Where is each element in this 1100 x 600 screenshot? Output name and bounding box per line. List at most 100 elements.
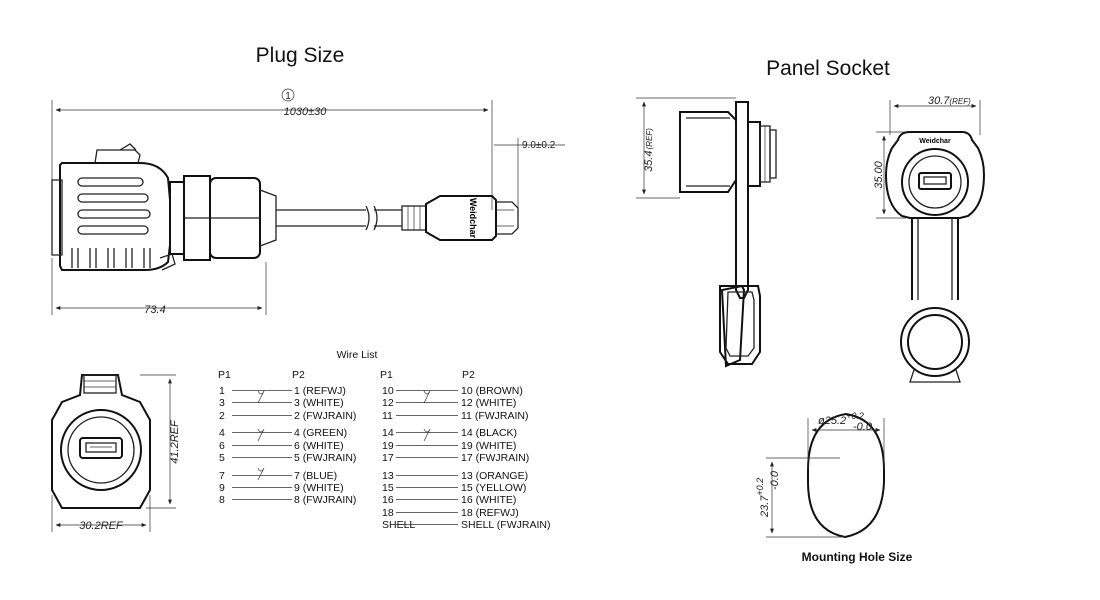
plug-body [51,143,277,271]
wire-p1-pin: SHELL [382,519,415,531]
wire-p1-pin: 6 [219,440,225,452]
wire-row: 11 11 (FWJRAIN) [382,410,528,422]
plug-body-label: 73.4 [144,304,165,316]
wire-p2-label: 1 (REFWJ) [294,385,346,397]
wire-row: 15 15 (YELLOW) [382,482,526,494]
twisted-pair-mark [423,428,431,442]
svg-text:23.7+0.2: 23.7+0.2 [755,478,771,518]
twisted-pair-mark [257,428,265,442]
svg-text:30.7(REF): 30.7(REF) [928,95,971,107]
wire-list-title: Wire List [337,349,378,361]
wire-p1-pin: 14 [382,427,394,439]
wire-p1-pin: 1 [219,385,225,397]
wire-p1-pin: 8 [219,494,225,506]
plug-front-height-label: 41.2REF [169,419,181,464]
wire-p1-pin: 5 [219,452,225,464]
plug-size-title: Plug Size [256,44,345,67]
mounting-hole-height-minus: -0.0 [769,470,781,490]
wire-row: 7 7 (BLUE) [219,470,337,482]
wire-p2-label: 6 (WHITE) [294,440,344,452]
wire-row: 5 5 (FWJRAIN) [219,452,356,464]
circle-mark-number: 1 [285,91,291,102]
plug-length-label: 1030±30 [284,106,328,118]
twisted-pair-mark [257,467,265,481]
wire-row: 13 13 (ORANGE) [382,470,528,482]
wire-p1-pin: 13 [382,470,394,482]
wire-p1-pin: 11 [382,410,393,422]
wire-row: 2 2 (FWJRAIN) [219,410,356,422]
wire-row: 17 17 (FWJRAIN) [382,452,529,464]
wire-p2-label: 3 (WHITE) [294,397,344,409]
wire-p2-label: 7 (BLUE) [294,470,337,482]
wire-p2-label: 12 (WHITE) [461,397,516,409]
plug-brand-logo: Weidchar [468,198,478,239]
plug-dimension-tip: 9.0±0.2 [494,138,565,215]
socket-side-view [679,101,777,368]
wire-row: SHELL SHELL (FWJRAIN) [382,519,550,531]
socket-front-dimension: 35.00 [873,131,906,219]
wire-p1-pin: 12 [382,397,394,409]
mounting-hole-height-plus: +0.2 [755,478,765,496]
wire-row: 9 9 (WHITE) [219,482,344,494]
wire-p2-label: 4 (GREEN) [294,427,347,439]
mounting-hole-height-dimension: 23.7+0.2 -0.0 [755,457,845,538]
wire-p2-label: 5 (FWJRAIN) [294,452,356,464]
plug-front-dimension-height: 41.2REF [140,374,181,509]
wire-p2-label: 13 (ORANGE) [461,470,528,482]
wire-p2-label: 16 (WHITE) [461,494,516,506]
wire-p1-pin: 17 [382,452,394,464]
twisted-pair-mark [423,390,431,404]
wire-p2-label: 2 (FWJRAIN) [294,410,356,422]
plug-front-width-label: 30.2REF [79,520,124,532]
mounting-hole-title: Mounting Hole Size [802,550,913,564]
wire-p2-label: SHELL (FWJRAIN) [461,519,550,531]
wire-p2-label: 17 (FWJRAIN) [461,452,529,464]
wire-row: 1 1 (REFWJ) [219,385,346,397]
socket-front-view: Weidchar [884,131,986,383]
wire-p2-label: 15 (YELLOW) [461,482,526,494]
wire-p1-pin: 15 [382,482,394,494]
svg-text:ø25.2+0.2: ø25.2+0.2 [818,411,864,427]
wire-p2-label: 9 (WHITE) [294,482,344,494]
panel-socket-title: Panel Socket [766,57,890,80]
wire-p1-pin: 3 [219,397,225,409]
mounting-hole-width-dimension: ø25.2+0.2 -0.0 [807,411,885,470]
mounting-hole-height-label: 23.7 [759,495,771,518]
socket-top-width-label: 30.7 [928,95,950,107]
wire-p2-label: 11 (FWJRAIN) [461,410,528,422]
wire-p1-pin: 7 [219,470,225,482]
wire-row: 3 3 (WHITE) [219,397,344,409]
wire-row: 8 8 (FWJRAIN) [219,494,356,506]
wire-list-right-p1-header: P1 [380,369,393,381]
socket-top-ref-label: (REF) [949,97,971,106]
circle-mark-icon [281,88,295,102]
wire-p1-pin: 4 [219,427,225,439]
wire-list-left: 1 1 (REFWJ) 3 3 (WHITE) 2 2 (FWJRAIN) 4 4 (GREE… [219,385,356,506]
hdmi-plug-head: Weidchar [401,195,519,241]
wire-p2-label: 8 (FWJRAIN) [294,494,356,506]
svg-text:35.4(REF): 35.4(REF) [643,128,655,172]
socket-brand-logo: Weidchar [919,138,951,145]
wire-p1-pin: 9 [219,482,225,494]
socket-front-height-label: 35.00 [873,160,885,188]
plug-dimension-length: 1 1030±30 [51,88,493,210]
wire-row: 4 4 (GREEN) [219,427,347,439]
wire-p1-pin: 18 [382,507,394,519]
mounting-hole-diameter-minus: -0.0 [853,421,873,433]
mounting-hole-diameter-plus: +0.2 [846,411,864,421]
wire-p2-label: 19 (WHITE) [461,440,516,452]
wire-list-left-p2-header: P2 [292,369,305,381]
wire-p1-pin: 2 [219,410,225,422]
wire-list-right-p2-header: P2 [462,369,475,381]
plug-cable [276,205,402,231]
mounting-hole-shape [807,412,885,539]
wire-row: 6 6 (WHITE) [219,440,344,452]
wire-p2-label: 10 (BROWN) [461,385,523,397]
